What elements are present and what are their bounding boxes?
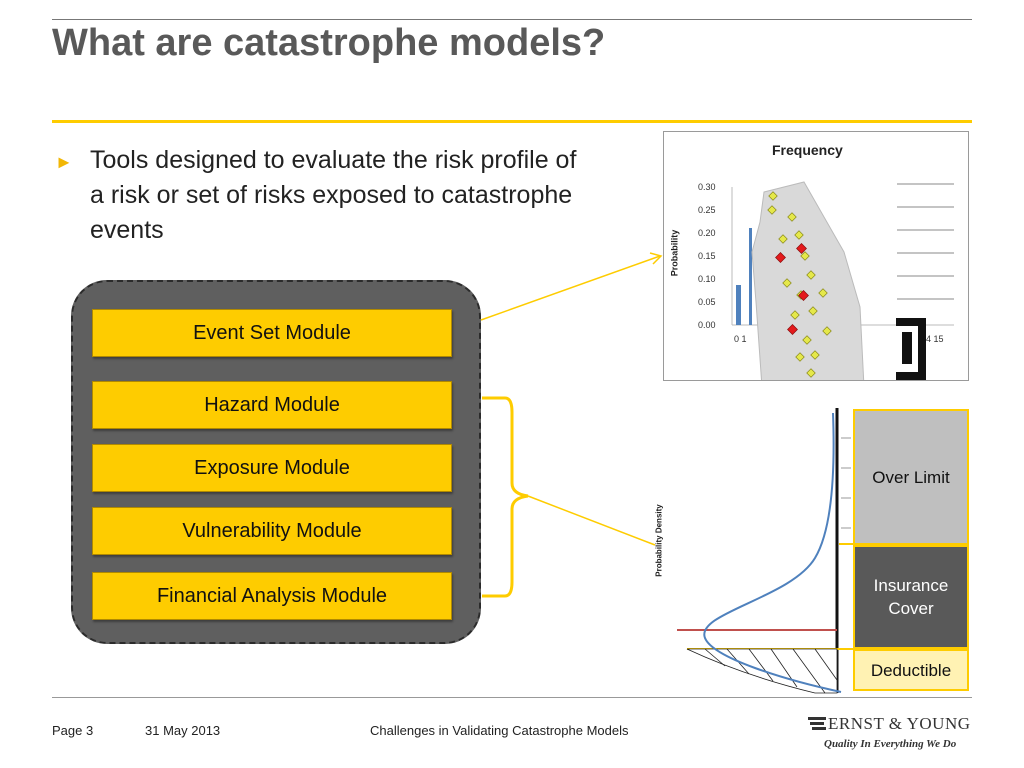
frequency-bar: [749, 228, 752, 325]
dark-shape-inner: [902, 332, 912, 364]
logo-wordmark: ERNST & YOUNG: [828, 714, 971, 733]
ytick-0: 0.30: [698, 182, 716, 192]
ytick-2: 0.20: [698, 228, 716, 238]
module-bracket: [482, 396, 529, 598]
density-curve-graphic: [677, 408, 855, 694]
frequency-chart-title: Frequency: [772, 142, 843, 158]
module-exposure: Exposure Module: [92, 444, 452, 492]
ytick-4: 0.10: [698, 274, 716, 284]
module-event-set: Event Set Module: [92, 309, 452, 357]
footer-divider: [52, 697, 972, 698]
logo-mark-icon: [808, 717, 826, 730]
bullet-text: Tools designed to evaluate the risk prof…: [90, 146, 577, 244]
footer-page: Page 3: [52, 723, 94, 738]
xtick-left: 0 1: [734, 334, 747, 344]
pointer-arrowhead: [649, 252, 663, 265]
frequency-chart-graphic: [731, 181, 954, 380]
region-map: [751, 181, 865, 380]
module-financial-analysis: Financial Analysis Module: [92, 572, 452, 620]
density-curve: [703, 412, 842, 693]
layer-insurance-cover: Insurance Cover: [853, 545, 969, 649]
density-ylabel: Probability Density: [654, 504, 664, 577]
frequency-bar: [736, 285, 741, 325]
module-vulnerability: Vulnerability Module: [92, 507, 452, 555]
ytick-6: 0.00: [698, 320, 716, 330]
brand-logo: ERNST & YOUNG Quality In Everything We D…: [806, 714, 972, 754]
page-title: What are catastrophe models?: [52, 22, 606, 64]
map-points-yellow: [767, 191, 832, 378]
logo-tagline: Quality In Everything We Do: [824, 738, 957, 750]
ytick-1: 0.25: [698, 205, 716, 215]
loss-layer-diagram: Probability Density: [655, 408, 855, 698]
top-divider: [52, 19, 972, 20]
layer-deductible: Deductible: [853, 649, 969, 691]
footer-date: 31 May 2013: [145, 723, 221, 738]
pointer-line-top: [480, 255, 661, 321]
axis-ticks: [841, 437, 851, 529]
footer-center-title: Challenges in Validating Catastrophe Mod…: [370, 723, 629, 738]
map-points-red: [775, 243, 809, 335]
xtick-right: 4 15: [926, 334, 944, 344]
frequency-chart-frame: Frequency Probability 0.30 0.25 0.20 0.1…: [663, 131, 969, 381]
module-hazard: Hazard Module: [92, 381, 452, 429]
layer-over-limit: Over Limit: [853, 409, 969, 545]
ytick-5: 0.05: [698, 297, 716, 307]
ytick-3: 0.15: [698, 251, 716, 261]
dark-shape: [896, 318, 926, 380]
title-underline: [52, 120, 972, 123]
bullet-arrow-icon: ►: [55, 152, 73, 172]
pointer-line-bottom: [527, 495, 656, 546]
